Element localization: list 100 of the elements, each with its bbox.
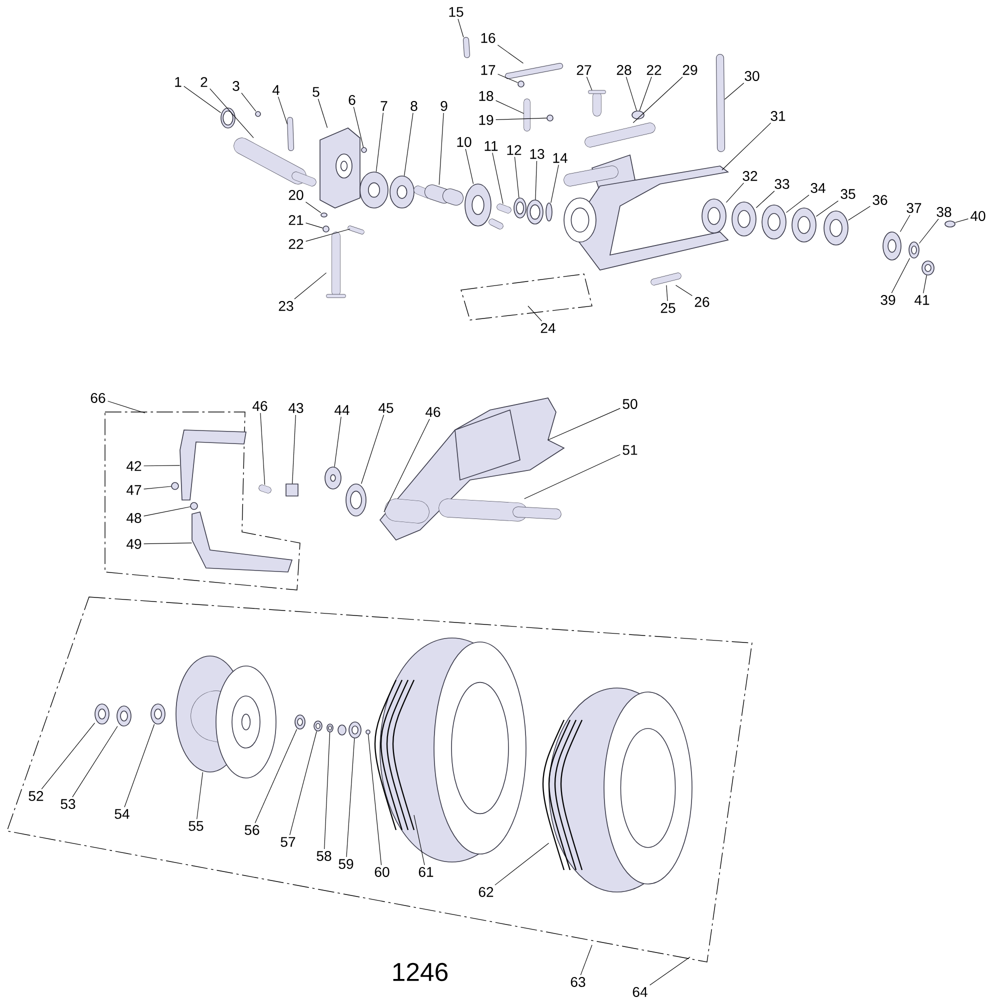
pin bbox=[505, 63, 563, 79]
callout-number: 10 bbox=[457, 137, 472, 147]
leader-line bbox=[891, 258, 910, 294]
callout-number: 53 bbox=[60, 799, 76, 809]
bearing bbox=[346, 484, 366, 516]
leader-line bbox=[498, 74, 518, 83]
leader-line bbox=[144, 542, 192, 544]
callout-number: 4 bbox=[272, 85, 280, 95]
seal bbox=[150, 704, 166, 724]
o-ring bbox=[220, 108, 236, 128]
leader-line bbox=[196, 772, 204, 820]
callout-number: 17 bbox=[481, 65, 496, 75]
drawing-number: 1246 bbox=[393, 962, 448, 982]
leader-line bbox=[535, 160, 538, 200]
washer bbox=[908, 242, 920, 258]
leader-line bbox=[210, 88, 254, 138]
callout-number: 5 bbox=[312, 87, 320, 97]
callout-number: 47 bbox=[126, 485, 142, 495]
stub-axle bbox=[438, 498, 562, 522]
callout-number: 32 bbox=[742, 171, 758, 181]
callout-number: 19 bbox=[479, 115, 494, 125]
callout-number: 64 bbox=[632, 987, 648, 997]
callout-number: 66 bbox=[90, 393, 106, 403]
bearing bbox=[294, 714, 306, 730]
leader-line bbox=[404, 112, 414, 176]
callout-number: 25 bbox=[660, 303, 676, 313]
bushing-drawing bbox=[414, 184, 464, 206]
leader-line bbox=[580, 944, 592, 976]
leader-line bbox=[384, 418, 430, 512]
axle bbox=[234, 138, 316, 186]
spring bbox=[463, 37, 470, 58]
shaft bbox=[584, 122, 656, 148]
plate bbox=[792, 208, 816, 242]
tire bbox=[542, 688, 692, 892]
leader-line bbox=[324, 732, 330, 850]
seal bbox=[116, 706, 132, 726]
callout-number: 31 bbox=[770, 111, 786, 121]
callout-number: 33 bbox=[774, 179, 790, 189]
pin bbox=[944, 220, 956, 228]
callout-number: 15 bbox=[449, 7, 464, 17]
leader-line bbox=[414, 814, 425, 866]
callout-number: 8 bbox=[410, 101, 418, 111]
callout-number: 57 bbox=[280, 837, 296, 847]
callout-number: 34 bbox=[810, 183, 826, 193]
callout-number: 39 bbox=[880, 295, 896, 305]
callout-number: 9 bbox=[440, 101, 448, 111]
leader-line bbox=[496, 118, 548, 120]
pin bbox=[650, 272, 682, 286]
wheel-rim bbox=[176, 656, 276, 778]
leader-line bbox=[292, 414, 296, 484]
callout-number: 22 bbox=[646, 65, 662, 75]
callout-number: 46 bbox=[426, 407, 440, 417]
callout-number: 61 bbox=[418, 867, 434, 877]
leader-line bbox=[376, 112, 384, 172]
callout-number: 29 bbox=[682, 65, 698, 75]
leader-line bbox=[144, 465, 180, 466]
leader-line bbox=[241, 92, 256, 112]
callout-number: 56 bbox=[244, 825, 260, 835]
pin bbox=[326, 232, 346, 298]
hub-ring bbox=[464, 184, 492, 226]
callout-number: 62 bbox=[478, 887, 494, 897]
leader-line bbox=[586, 76, 592, 91]
callout-number: 63 bbox=[570, 977, 586, 987]
callout-number: 23 bbox=[278, 301, 294, 311]
callout-number: 38 bbox=[936, 207, 952, 217]
leader-line bbox=[528, 306, 542, 322]
callout-number: 1 bbox=[175, 77, 182, 87]
callout-number: 20 bbox=[288, 190, 304, 200]
leader-line bbox=[306, 222, 324, 228]
callout-number: 21 bbox=[288, 215, 304, 225]
callout-number: 22 bbox=[288, 239, 304, 249]
bolt bbox=[171, 482, 179, 490]
washer bbox=[314, 720, 322, 732]
callout-number: 49 bbox=[126, 539, 142, 549]
callout-number: 37 bbox=[906, 203, 922, 213]
washer bbox=[326, 724, 334, 732]
callout-number: 7 bbox=[380, 101, 388, 111]
plate bbox=[824, 210, 848, 246]
pin bbox=[287, 117, 294, 151]
leader-line bbox=[918, 218, 939, 244]
washer bbox=[360, 172, 388, 208]
set-screw-drawing bbox=[488, 204, 512, 230]
leader-line bbox=[294, 272, 327, 300]
tine bbox=[192, 512, 293, 572]
leader-line bbox=[144, 486, 172, 490]
leader-line bbox=[458, 18, 464, 38]
callout-number: 55 bbox=[188, 821, 204, 831]
square-nut bbox=[286, 484, 298, 496]
leader-line bbox=[465, 148, 474, 184]
leader-line bbox=[786, 194, 810, 213]
callout-number: 12 bbox=[507, 145, 522, 155]
callout-number: 16 bbox=[481, 33, 496, 43]
callout-number: 59 bbox=[338, 859, 354, 869]
callout-number: 18 bbox=[479, 91, 494, 101]
callout-number: 11 bbox=[484, 141, 498, 151]
callout-number: 43 bbox=[288, 403, 304, 413]
leader-line bbox=[353, 106, 364, 148]
callout-number: 41 bbox=[914, 295, 930, 305]
leader-line bbox=[368, 734, 382, 866]
leader-line bbox=[848, 206, 870, 221]
